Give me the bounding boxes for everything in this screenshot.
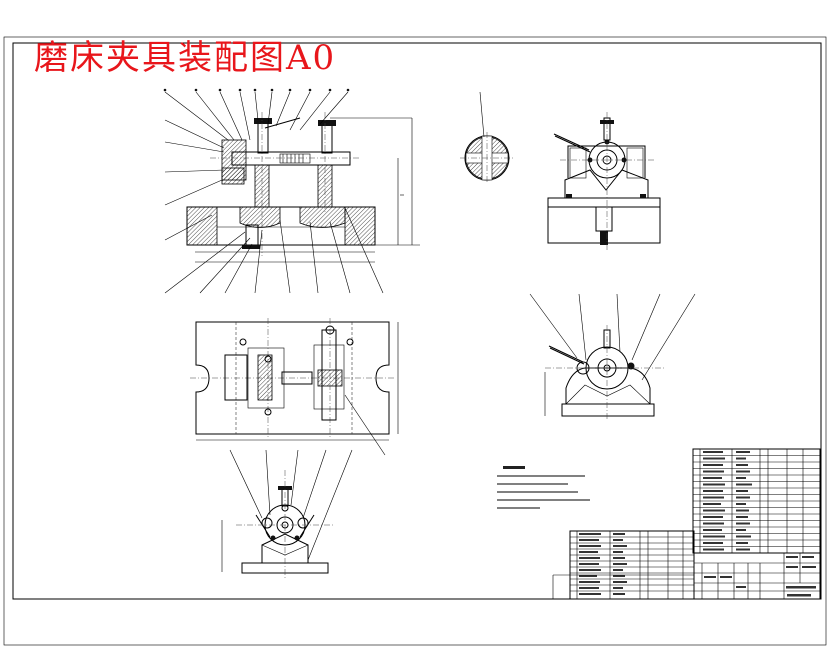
technical-notes (497, 466, 590, 509)
parts-list-upper (692, 448, 821, 554)
bottom-view (221, 449, 353, 578)
inner-frame (12, 42, 822, 600)
section-a-a (460, 91, 514, 184)
outer-border (3, 36, 827, 646)
front-view (163, 88, 420, 294)
drawing-title: 磨床夹具装配图A0 (34, 38, 337, 78)
plan-view (190, 318, 399, 456)
parts-list-lower (569, 530, 695, 600)
side-view (547, 112, 661, 250)
side-view-2 (529, 293, 696, 420)
title-block (552, 552, 821, 600)
